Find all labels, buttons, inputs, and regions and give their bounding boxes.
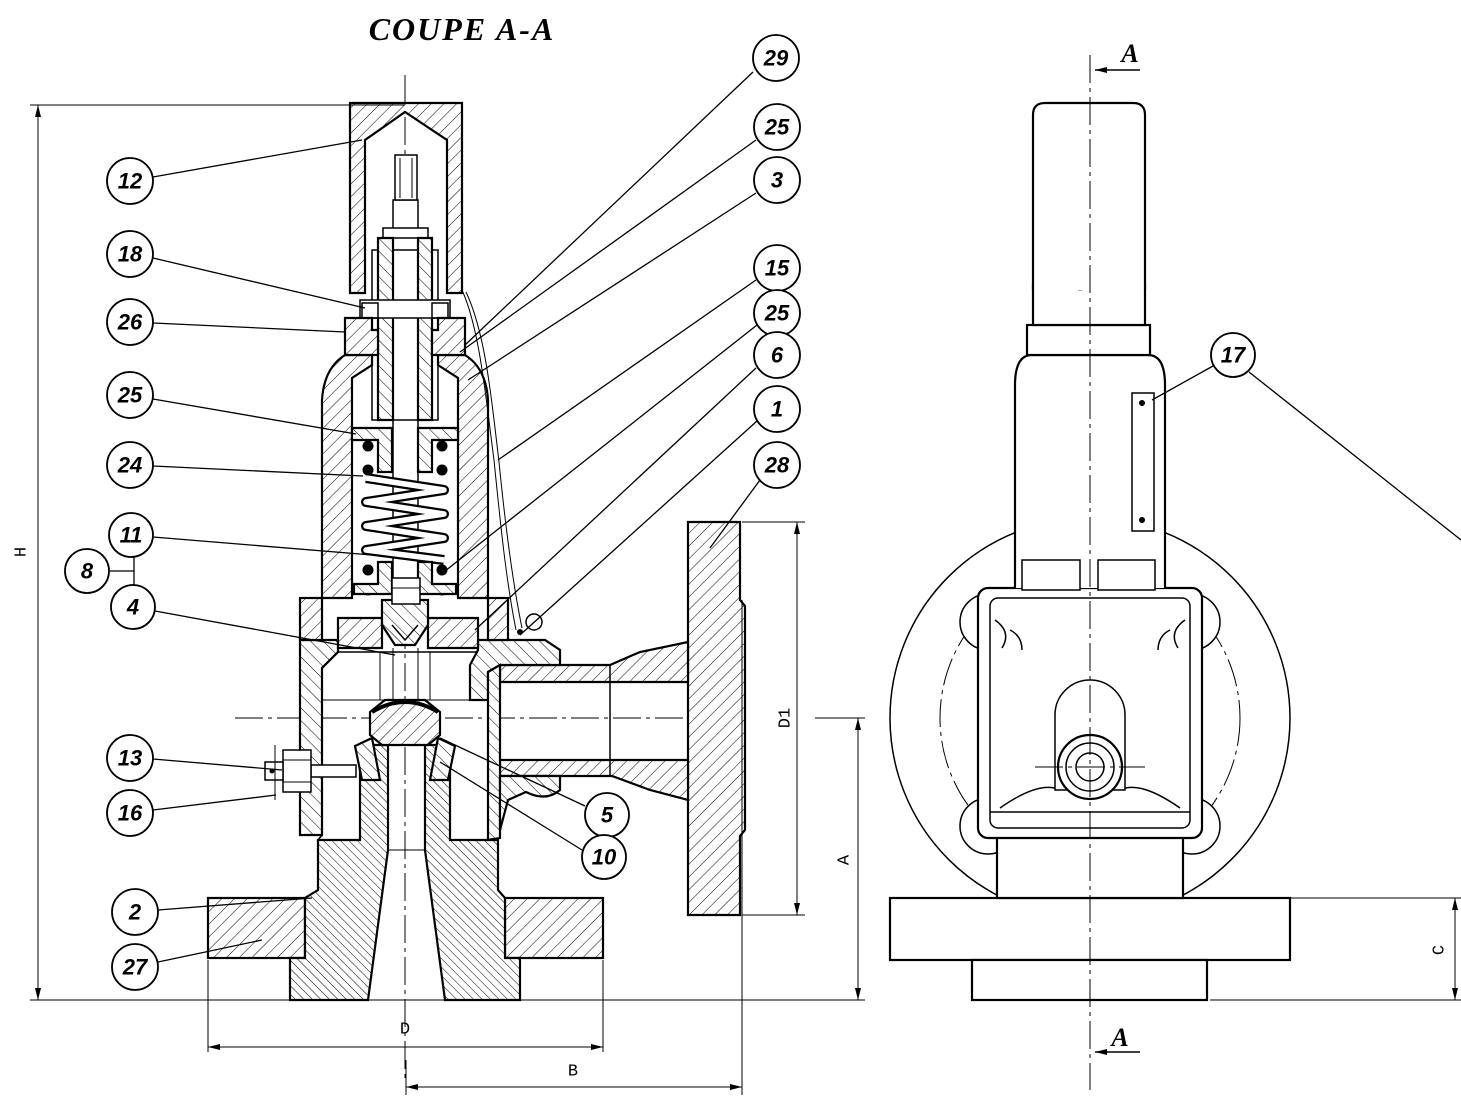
bonnet-flange-left — [298, 596, 324, 642]
lower-spring-washer-right — [416, 560, 458, 596]
section-view — [206, 75, 747, 1080]
ring-lock-screw — [264, 745, 357, 800]
svg-text:1: 1 — [771, 397, 783, 422]
balloon-17: 17 — [1210, 332, 1256, 378]
balloon-13: 13 — [106, 734, 154, 782]
lock-nut-right — [430, 316, 467, 357]
svg-text:28: 28 — [764, 453, 790, 478]
adjusting-screw-left — [376, 236, 395, 422]
cap-outline — [1031, 101, 1147, 290]
svg-text:12: 12 — [118, 169, 143, 194]
svg-text:27: 27 — [122, 955, 149, 980]
cap-thread-band — [1031, 283, 1147, 327]
guide-right — [426, 616, 480, 650]
svg-text:5: 5 — [601, 803, 614, 828]
section-marker-bottom: A — [1095, 1023, 1140, 1055]
dim-B: B — [568, 1063, 578, 1082]
disc-holder — [380, 598, 430, 647]
balloon-25-a: 25 — [753, 103, 801, 151]
balloon-29: 29 — [752, 34, 800, 82]
balloon-15: 15 — [753, 244, 801, 292]
svg-text:10: 10 — [592, 845, 617, 870]
leader-lines — [110, 71, 1461, 963]
svg-text:24: 24 — [117, 453, 142, 478]
svg-text:A: A — [1109, 1023, 1128, 1052]
body-left-wall — [298, 638, 340, 837]
svg-text:17: 17 — [1221, 343, 1247, 368]
nozzle-left — [288, 743, 390, 1002]
svg-text:8: 8 — [81, 559, 94, 584]
balloon-11: 11 — [108, 512, 154, 558]
svg-text:A: A — [1119, 39, 1138, 68]
balloon-4: 4 — [110, 584, 156, 630]
svg-text:25: 25 — [117, 383, 143, 408]
svg-text:4: 4 — [126, 595, 139, 620]
lock-nut-left — [343, 316, 380, 357]
stem-nut — [391, 577, 421, 605]
balloon-8: 8 — [64, 548, 110, 594]
dim-D1: D1 — [777, 708, 796, 728]
balloon-1: 1 — [753, 385, 801, 433]
svg-text:15: 15 — [765, 256, 790, 281]
bonnet-right-wall — [436, 353, 490, 600]
body-right-wall — [486, 663, 502, 842]
dimensions: H D1 A D B C — [13, 104, 1461, 1095]
svg-text:11: 11 — [120, 523, 143, 548]
inlet-flange-right — [503, 896, 605, 960]
svg-text:3: 3 — [771, 168, 783, 193]
upper-spring-washer-right — [416, 426, 460, 474]
dim-A: A — [836, 854, 855, 865]
svg-text:25: 25 — [764, 115, 790, 140]
stem-thread — [394, 154, 418, 201]
dim-D: D — [400, 1021, 410, 1040]
svg-text:13: 13 — [118, 746, 142, 771]
section-title: COUPE A-A — [369, 11, 556, 47]
adjusting-screw-right — [416, 236, 434, 422]
upper-spring-washer-left — [350, 426, 394, 474]
balloon-25-b: 25 — [753, 289, 801, 337]
body-lower-right — [498, 774, 562, 831]
balloon-18: 18 — [106, 230, 154, 278]
outlet-flange — [686, 520, 747, 917]
dim-H: H — [13, 547, 32, 557]
balloon-28: 28 — [753, 441, 801, 489]
balloon-6: 6 — [753, 331, 801, 379]
balloon-26: 26 — [106, 298, 154, 346]
disc — [368, 698, 442, 747]
cap — [348, 101, 464, 295]
balloon-24: 24 — [106, 441, 154, 489]
svg-text:16: 16 — [118, 801, 143, 826]
svg-text:25: 25 — [764, 301, 790, 326]
guide-left — [336, 616, 384, 650]
balloon-12: 12 — [106, 157, 154, 205]
adjusting-ring-left — [353, 736, 382, 782]
svg-text:18: 18 — [118, 242, 143, 267]
bonnet-left-wall — [320, 353, 374, 600]
balloon-5: 5 — [584, 792, 630, 838]
svg-text:29: 29 — [763, 46, 789, 71]
bonnet-flange-right — [486, 596, 510, 642]
balloon-3: 3 — [753, 156, 801, 204]
balloon-10: 10 — [581, 834, 627, 880]
lower-spring-washer-left — [352, 560, 394, 596]
section-marker-top: A — [1095, 39, 1140, 73]
external-view — [888, 55, 1292, 1090]
dim-C: C — [1431, 945, 1450, 955]
svg-text:2: 2 — [128, 900, 142, 925]
balloon-27: 27 — [111, 943, 159, 991]
bonnet-neck — [1025, 323, 1152, 357]
svg-text:26: 26 — [117, 310, 143, 335]
balloon-25-c: 25 — [106, 371, 154, 419]
svg-text:6: 6 — [771, 343, 784, 368]
name-plate — [1131, 392, 1155, 532]
balloon-2: 2 — [111, 888, 159, 936]
balloon-16: 16 — [106, 789, 154, 837]
